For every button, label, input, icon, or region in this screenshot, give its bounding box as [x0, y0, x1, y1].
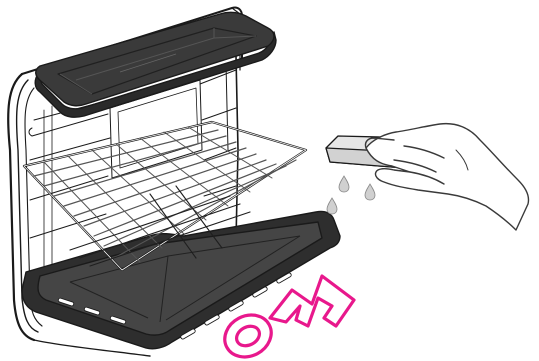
water-drop-icon	[339, 176, 349, 192]
top-cover-panel-icon	[35, 12, 276, 117]
watermark-text: OM	[0, 0, 26, 4]
water-drops	[327, 176, 375, 214]
hand-icon	[365, 124, 528, 230]
water-drop-icon	[327, 198, 337, 214]
water-drop-icon	[365, 184, 375, 200]
